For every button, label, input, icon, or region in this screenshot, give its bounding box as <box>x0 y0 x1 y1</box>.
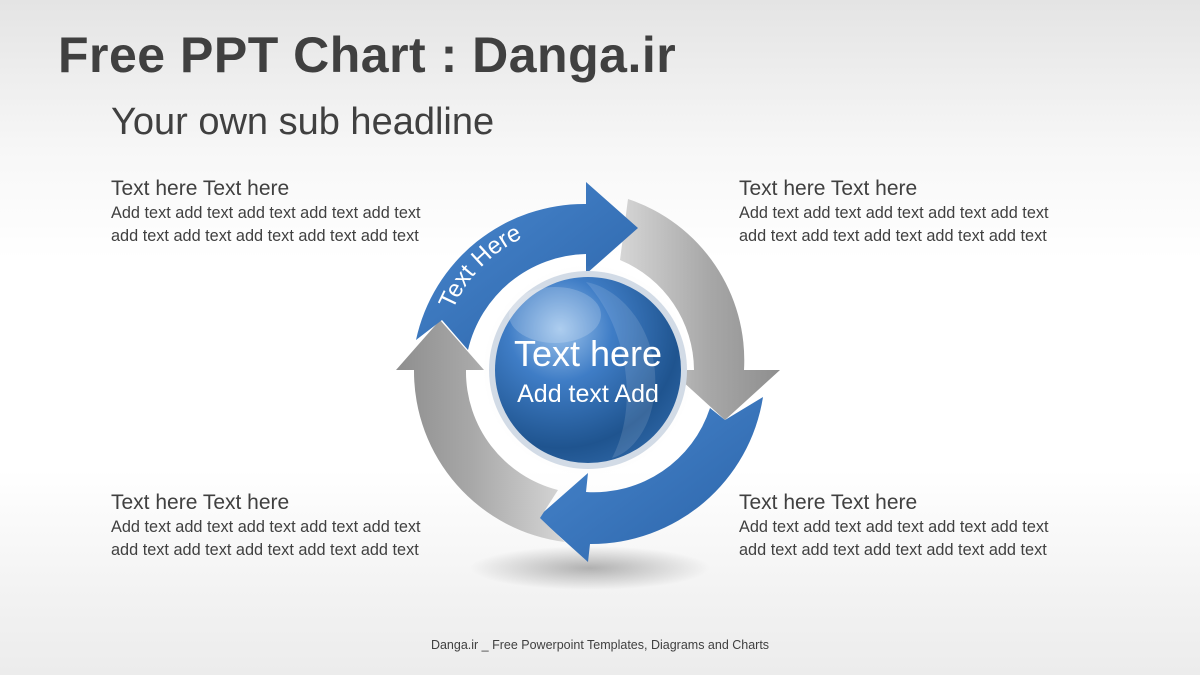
block-body: Add text add text add text add text add … <box>739 202 1099 248</box>
diagram-shadow <box>470 546 710 590</box>
block-body-line: Add text add text add text add text add … <box>111 518 421 536</box>
sphere-highlight <box>509 287 601 343</box>
text-block-top-left: Text here Text here Add text add text ad… <box>111 176 471 248</box>
cycle-diagram: Text Here Text here Add text Add <box>396 182 780 590</box>
block-body-line: add text add text add text add text add … <box>739 227 1047 245</box>
cycle-arrow-gray-left <box>396 320 565 542</box>
block-body-line: Add text add text add text add text add … <box>111 204 421 222</box>
block-body-line: Add text add text add text add text add … <box>739 204 1049 222</box>
text-block-top-right: Text here Text here Add text add text ad… <box>739 176 1099 248</box>
cycle-arrow-blue-bottom <box>538 397 763 562</box>
block-body-line: add text add text add text add text add … <box>111 541 419 559</box>
cycle-arrow-gray-right <box>620 199 780 420</box>
text-block-bottom-right: Text here Text here Add text add text ad… <box>739 490 1099 562</box>
center-title: Text here <box>514 333 662 374</box>
block-heading: Text here Text here <box>111 177 290 200</box>
block-body-line: Add text add text add text add text add … <box>739 518 1049 536</box>
block-heading: Text here Text here <box>111 491 290 514</box>
block-heading: Text here Text here <box>739 491 918 514</box>
page-title: Free PPT Chart : Danga.ir <box>58 27 677 83</box>
block-body: Add text add text add text add text add … <box>111 516 471 562</box>
block-body-line: add text add text add text add text add … <box>739 541 1047 559</box>
block-body-line: add text add text add text add text add … <box>111 227 419 245</box>
page-subtitle: Your own sub headline <box>111 101 495 143</box>
footer: Danga.ir _ Free Powerpoint Templates, Di… <box>430 638 770 652</box>
center-text: Add text Add <box>517 380 659 408</box>
block-body: Add text add text add text add text add … <box>739 516 1099 562</box>
center-sphere <box>495 277 681 463</box>
sphere-reflection <box>586 282 656 458</box>
cycle-arrow-blue-top <box>416 182 638 350</box>
block-heading: Text here Text here <box>739 177 918 200</box>
text-block-bottom-left: Text here Text here Add text add text ad… <box>111 490 471 562</box>
block-body: Add text add text add text add text add … <box>111 202 471 248</box>
